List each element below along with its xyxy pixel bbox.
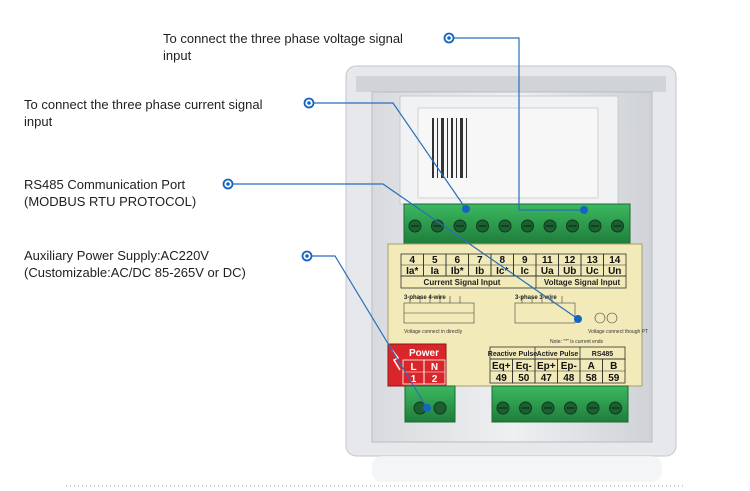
callout-current-line2: input: [24, 114, 53, 129]
pulse-number: 49: [496, 373, 508, 384]
terminal-signal: Ua: [541, 266, 554, 277]
pulse-number: 48: [563, 373, 575, 384]
callout-rs485-line2: (MODBUS RTU PROTOCOL): [24, 194, 197, 209]
callout-rs485-line1: RS485 Communication Port: [24, 177, 186, 192]
current-group-label: Current Signal Input: [424, 278, 501, 287]
current-callout-line: [309, 102, 467, 210]
terminal-signal: Ub: [563, 266, 576, 277]
terminal-signal: Ia: [431, 266, 440, 277]
current-ends-note: Note: "*" is current ends: [550, 339, 604, 345]
pulse-number: 58: [586, 373, 598, 384]
wiring-diagram-right: [514, 296, 618, 324]
power-signal: L: [410, 362, 416, 373]
terminal-number: 9: [522, 255, 528, 266]
terminal-number: 8: [499, 255, 505, 266]
top-terminal-block: [403, 203, 631, 245]
terminal-number: 13: [587, 255, 599, 266]
barcode: [432, 118, 467, 178]
terminal-number: 14: [609, 255, 621, 266]
power-number: 1: [411, 374, 417, 385]
callout-voltage-line1: To connect the three phase voltage signa…: [163, 31, 403, 46]
power-terminal-table: L1 N2: [402, 359, 446, 385]
power-number: 2: [432, 374, 438, 385]
terminal-number: 4: [409, 255, 415, 266]
power-terminal-block: [404, 385, 456, 423]
power-label: Power L1 N2: [387, 343, 447, 387]
pulse-number: 59: [608, 373, 620, 384]
pulse-signal: Eq-: [516, 361, 532, 372]
diagram-right-note: Voltage connect though PT: [588, 329, 648, 335]
voltage-callout-line: [449, 37, 584, 211]
callout-voltage-line2: input: [163, 48, 192, 63]
wiring-diagram-left: [403, 296, 475, 324]
pulse-header: Active Pulse: [537, 351, 579, 358]
callout-dots: [222, 32, 588, 412]
terminal-signal: Un: [608, 266, 621, 277]
top-terminal-screws: [408, 219, 624, 233]
diagram-left-title: 3-phase 4-wire: [404, 295, 446, 301]
terminal-signal: Ia*: [406, 266, 418, 277]
callout-voltage-input: To connect the three phase voltage signa…: [163, 30, 403, 64]
callout-power-line2: (Customizable:AC/DC 85-265V or DC): [24, 265, 246, 280]
pulse-signal: Ep+: [537, 361, 556, 372]
power-callout-line: [307, 255, 428, 409]
terminal-number: 5: [432, 255, 438, 266]
pulse-signal: Eq+: [492, 361, 511, 372]
pulse-header: Reactive Pulse: [488, 351, 538, 358]
terminal-signal: Ic*: [496, 266, 508, 277]
terminal-signal: Uc: [586, 266, 599, 277]
terminal-signal: Ic: [521, 266, 530, 277]
rs485-callout-line: [228, 183, 579, 320]
terminal-number: 12: [564, 255, 576, 266]
callout-current-input: To connect the three phase current signa…: [24, 96, 262, 130]
terminal-number: 6: [454, 255, 460, 266]
callout-rs485-port: RS485 Communication Port (MODBUS RTU PRO…: [24, 176, 196, 210]
callout-lines: [228, 37, 584, 409]
power-signal: N: [431, 362, 438, 373]
pulse-number: 47: [541, 373, 553, 384]
pulse-terminal-screws: [496, 401, 622, 415]
pulse-signal: A: [588, 361, 595, 372]
pulse-signal: Ep-: [561, 361, 577, 372]
terminal-signal: Ib: [475, 266, 484, 277]
power-title: Power: [409, 348, 439, 359]
terminal-number: 7: [477, 255, 483, 266]
terminal-number: 11: [542, 255, 553, 266]
diagram-right-title: 3-phase 3-wire: [515, 295, 557, 301]
terminal-signal: Ib*: [451, 266, 464, 277]
pulse-header: RS485: [592, 351, 614, 358]
callout-power-line1: Auxiliary Power Supply:AC220V: [24, 248, 209, 263]
callout-aux-power: Auxiliary Power Supply:AC220V (Customiza…: [24, 247, 246, 281]
pulse-number: 50: [518, 373, 530, 384]
pulse-signal: B: [610, 361, 617, 372]
pulse-terminal-block: [491, 385, 629, 423]
voltage-group-label: Voltage Signal Input: [544, 278, 621, 287]
reflection: [372, 456, 662, 482]
diagram-left-note: Voltage connect in directly: [404, 329, 463, 335]
callout-current-line1: To connect the three phase current signa…: [24, 97, 263, 112]
